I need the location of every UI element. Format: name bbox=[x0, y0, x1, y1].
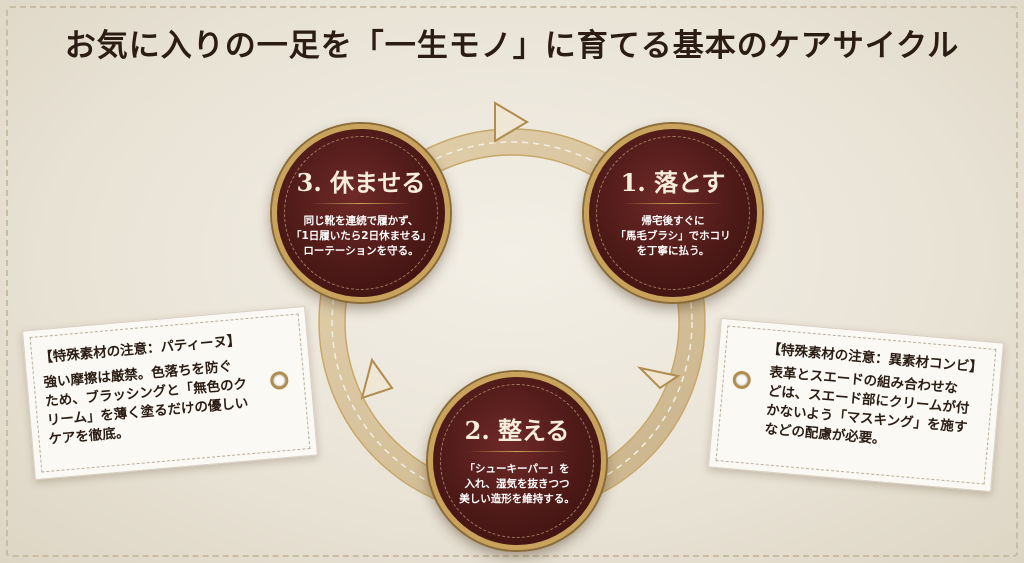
page-title: お気に入りの一足を「一生モノ」に育てる基本のケアサイクル bbox=[64, 28, 960, 64]
step-title: 1. 落とす bbox=[620, 168, 726, 197]
step-divider bbox=[623, 203, 723, 204]
step-description: 同じ靴を連続で履かず、 「1日履いたら2日休ませる」 ローテーションを守る。 bbox=[291, 215, 432, 257]
step-title: 3. 休ませる bbox=[296, 168, 426, 197]
step-description: 「シューキーパー」を 入れ、湿気を抜きつつ 美しい造形を維持する。 bbox=[459, 463, 575, 505]
note-tag-right: 【特殊素材の注意：異素材コンビ】 表革とスエードの組み合わせな どは、スエード部… bbox=[708, 317, 1004, 493]
arrow-left-icon bbox=[360, 357, 394, 400]
note-tag-left: 【特殊素材の注意：パティーヌ】 強い摩擦は厳禁。色落ちを防ぐ ため、ブラッシング… bbox=[22, 305, 318, 481]
step-node-2: 2. 整える 「シューキーパー」を 入れ、湿気を抜きつつ 美しい造形を維持する。 bbox=[428, 372, 606, 550]
step-divider bbox=[311, 203, 411, 204]
step-node-1: 1. 落とす 帰宅後すぐに 「馬毛ブラシ」でホコリ を丁寧に払う。 bbox=[584, 124, 762, 302]
arrow-right-icon bbox=[636, 366, 681, 390]
step-description: 帰宅後すぐに 「馬毛ブラシ」でホコリ を丁寧に払う。 bbox=[615, 215, 731, 257]
step-title: 2. 整える bbox=[464, 416, 570, 445]
arrow-top-icon bbox=[494, 101, 529, 143]
step-node-3: 3. 休ませる 同じ靴を連続で履かず、 「1日履いたら2日休ませる」 ローテーシ… bbox=[272, 124, 450, 302]
step-divider bbox=[467, 451, 567, 452]
